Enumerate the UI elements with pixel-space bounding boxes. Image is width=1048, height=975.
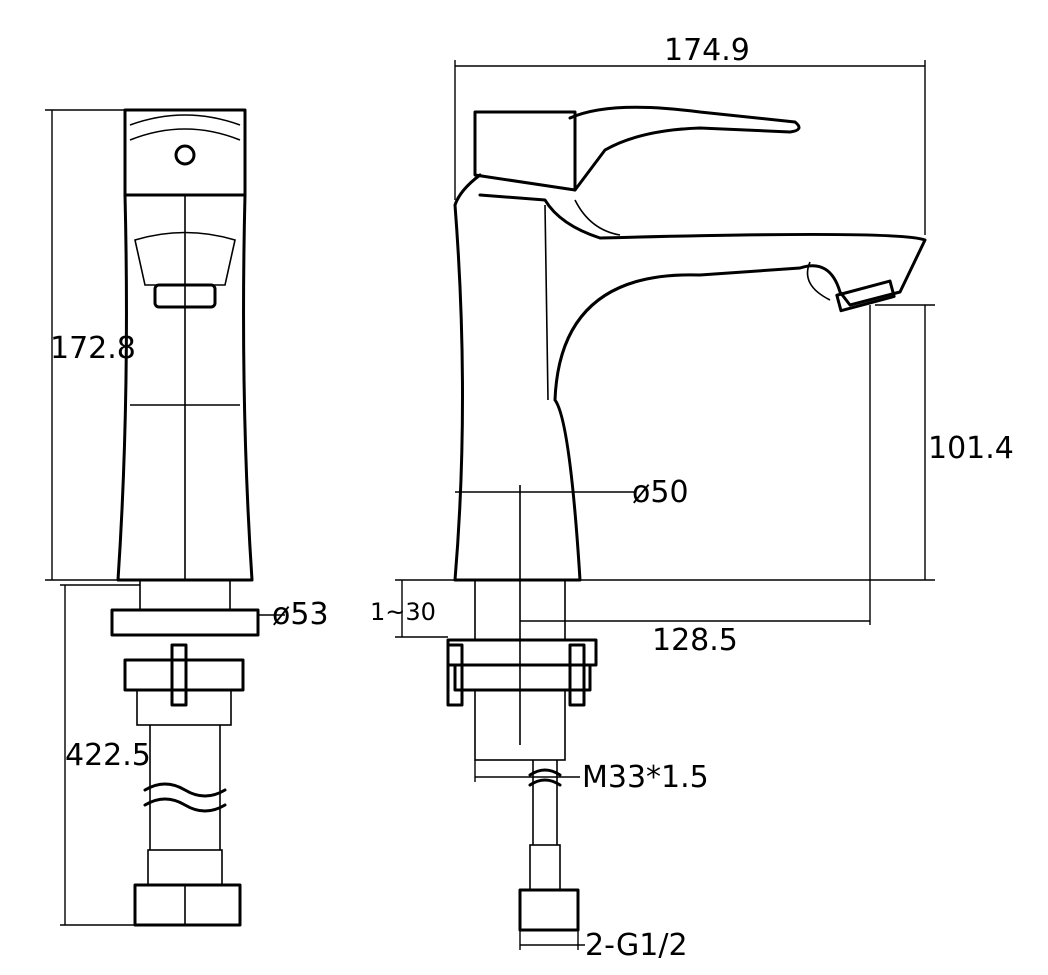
side-view bbox=[446, 105, 927, 932]
hose-length-label: 422.5 bbox=[65, 738, 151, 773]
hose-nut bbox=[133, 883, 242, 927]
side-view-dimensions: 174.9 101.4 ø50 1~30 128.5 M33*1.5 2-G1/… bbox=[370, 33, 1014, 963]
spout-reach-label: 128.5 bbox=[652, 623, 738, 658]
body-height-label: 172.8 bbox=[50, 331, 136, 366]
thread-label: M33*1.5 bbox=[582, 760, 709, 795]
hose-nut-side bbox=[518, 888, 580, 932]
overall-length-label: 174.9 bbox=[664, 33, 750, 68]
body-outline bbox=[116, 193, 254, 582]
handle-block bbox=[123, 108, 247, 197]
flange bbox=[110, 608, 260, 637]
flange-diameter-label: ø53 bbox=[272, 597, 329, 632]
body-spout-outline bbox=[453, 173, 927, 582]
front-view bbox=[110, 108, 260, 927]
body-diameter-label: ø50 bbox=[632, 475, 689, 510]
spout-height-label: 101.4 bbox=[928, 431, 1014, 466]
lever bbox=[568, 105, 801, 192]
lever-base bbox=[473, 110, 577, 192]
front-view-dimensions: 172.8 422.5 ø53 bbox=[45, 109, 329, 926]
aerator-side bbox=[835, 279, 896, 313]
handle-hole bbox=[174, 144, 196, 166]
deck-thickness-label: 1~30 bbox=[370, 598, 436, 626]
hose-connection-label: 2-G1/2 bbox=[585, 928, 688, 963]
